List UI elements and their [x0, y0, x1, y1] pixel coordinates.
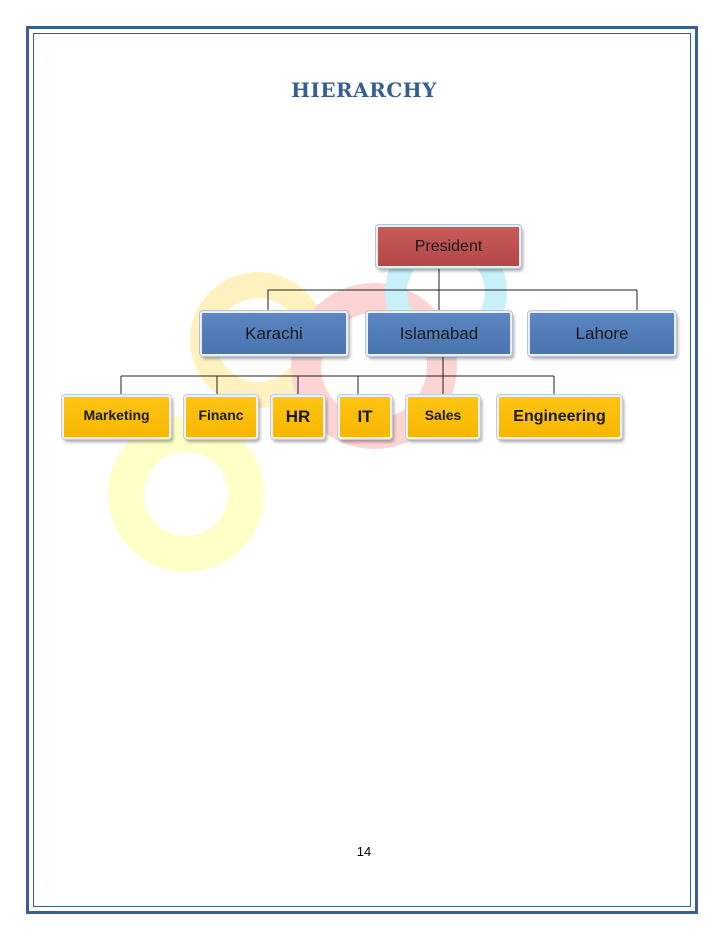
decor-ring-yellow-large — [108, 416, 264, 572]
department-label-sales: Sales — [424, 407, 462, 423]
department-label-marketing: Marketing — [83, 407, 150, 423]
department-box-financ: Financ — [184, 395, 258, 439]
branch-box-lahore: Lahore — [528, 311, 676, 356]
page-border-inner — [33, 33, 691, 907]
president-label: President — [414, 237, 483, 255]
department-label-hr: HR — [285, 407, 311, 426]
branch-box-islamabad: Islamabad — [366, 311, 512, 356]
president-box: President — [376, 225, 521, 268]
department-box-sales: Sales — [406, 395, 480, 439]
connector-lines — [120, 268, 638, 395]
page-border-outer — [26, 26, 698, 914]
page-title: HIERARCHY — [291, 78, 437, 102]
department-box-marketing: Marketing — [62, 395, 171, 439]
department-label-engineering: Engineering — [513, 408, 606, 425]
branch-label-karachi: Karachi — [245, 323, 303, 343]
branch-box-karachi: Karachi — [200, 311, 348, 356]
department-label-it: IT — [357, 407, 373, 426]
department-label-financ: Financ — [198, 407, 244, 423]
department-box-engineering: Engineering — [497, 395, 622, 439]
branch-label-islamabad: Islamabad — [399, 323, 479, 343]
branch-label-lahore: Lahore — [575, 323, 629, 343]
department-box-it: IT — [338, 395, 392, 439]
page-number: 14 — [356, 844, 372, 859]
department-box-hr: HR — [271, 395, 325, 439]
